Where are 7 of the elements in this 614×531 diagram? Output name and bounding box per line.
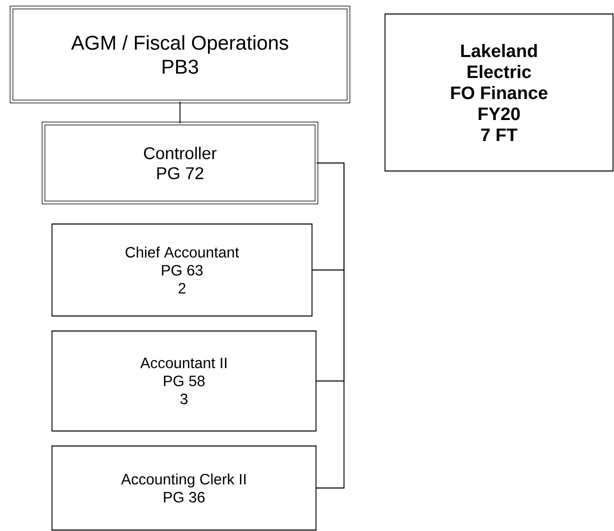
position-box: AGM / Fiscal Operations PB3 <box>10 6 350 104</box>
position-box: Accounting Clerk II PG 36 <box>52 446 316 530</box>
connector-line <box>316 162 344 488</box>
position-box: Chief Accountant PG 63 2 <box>52 224 312 316</box>
position-box: Controller PG 72 <box>42 122 318 204</box>
info-box: Lakeland Electric FO Finance FY20 7 FT <box>384 14 614 172</box>
position-box: Accountant II PG 58 3 <box>52 330 316 432</box>
